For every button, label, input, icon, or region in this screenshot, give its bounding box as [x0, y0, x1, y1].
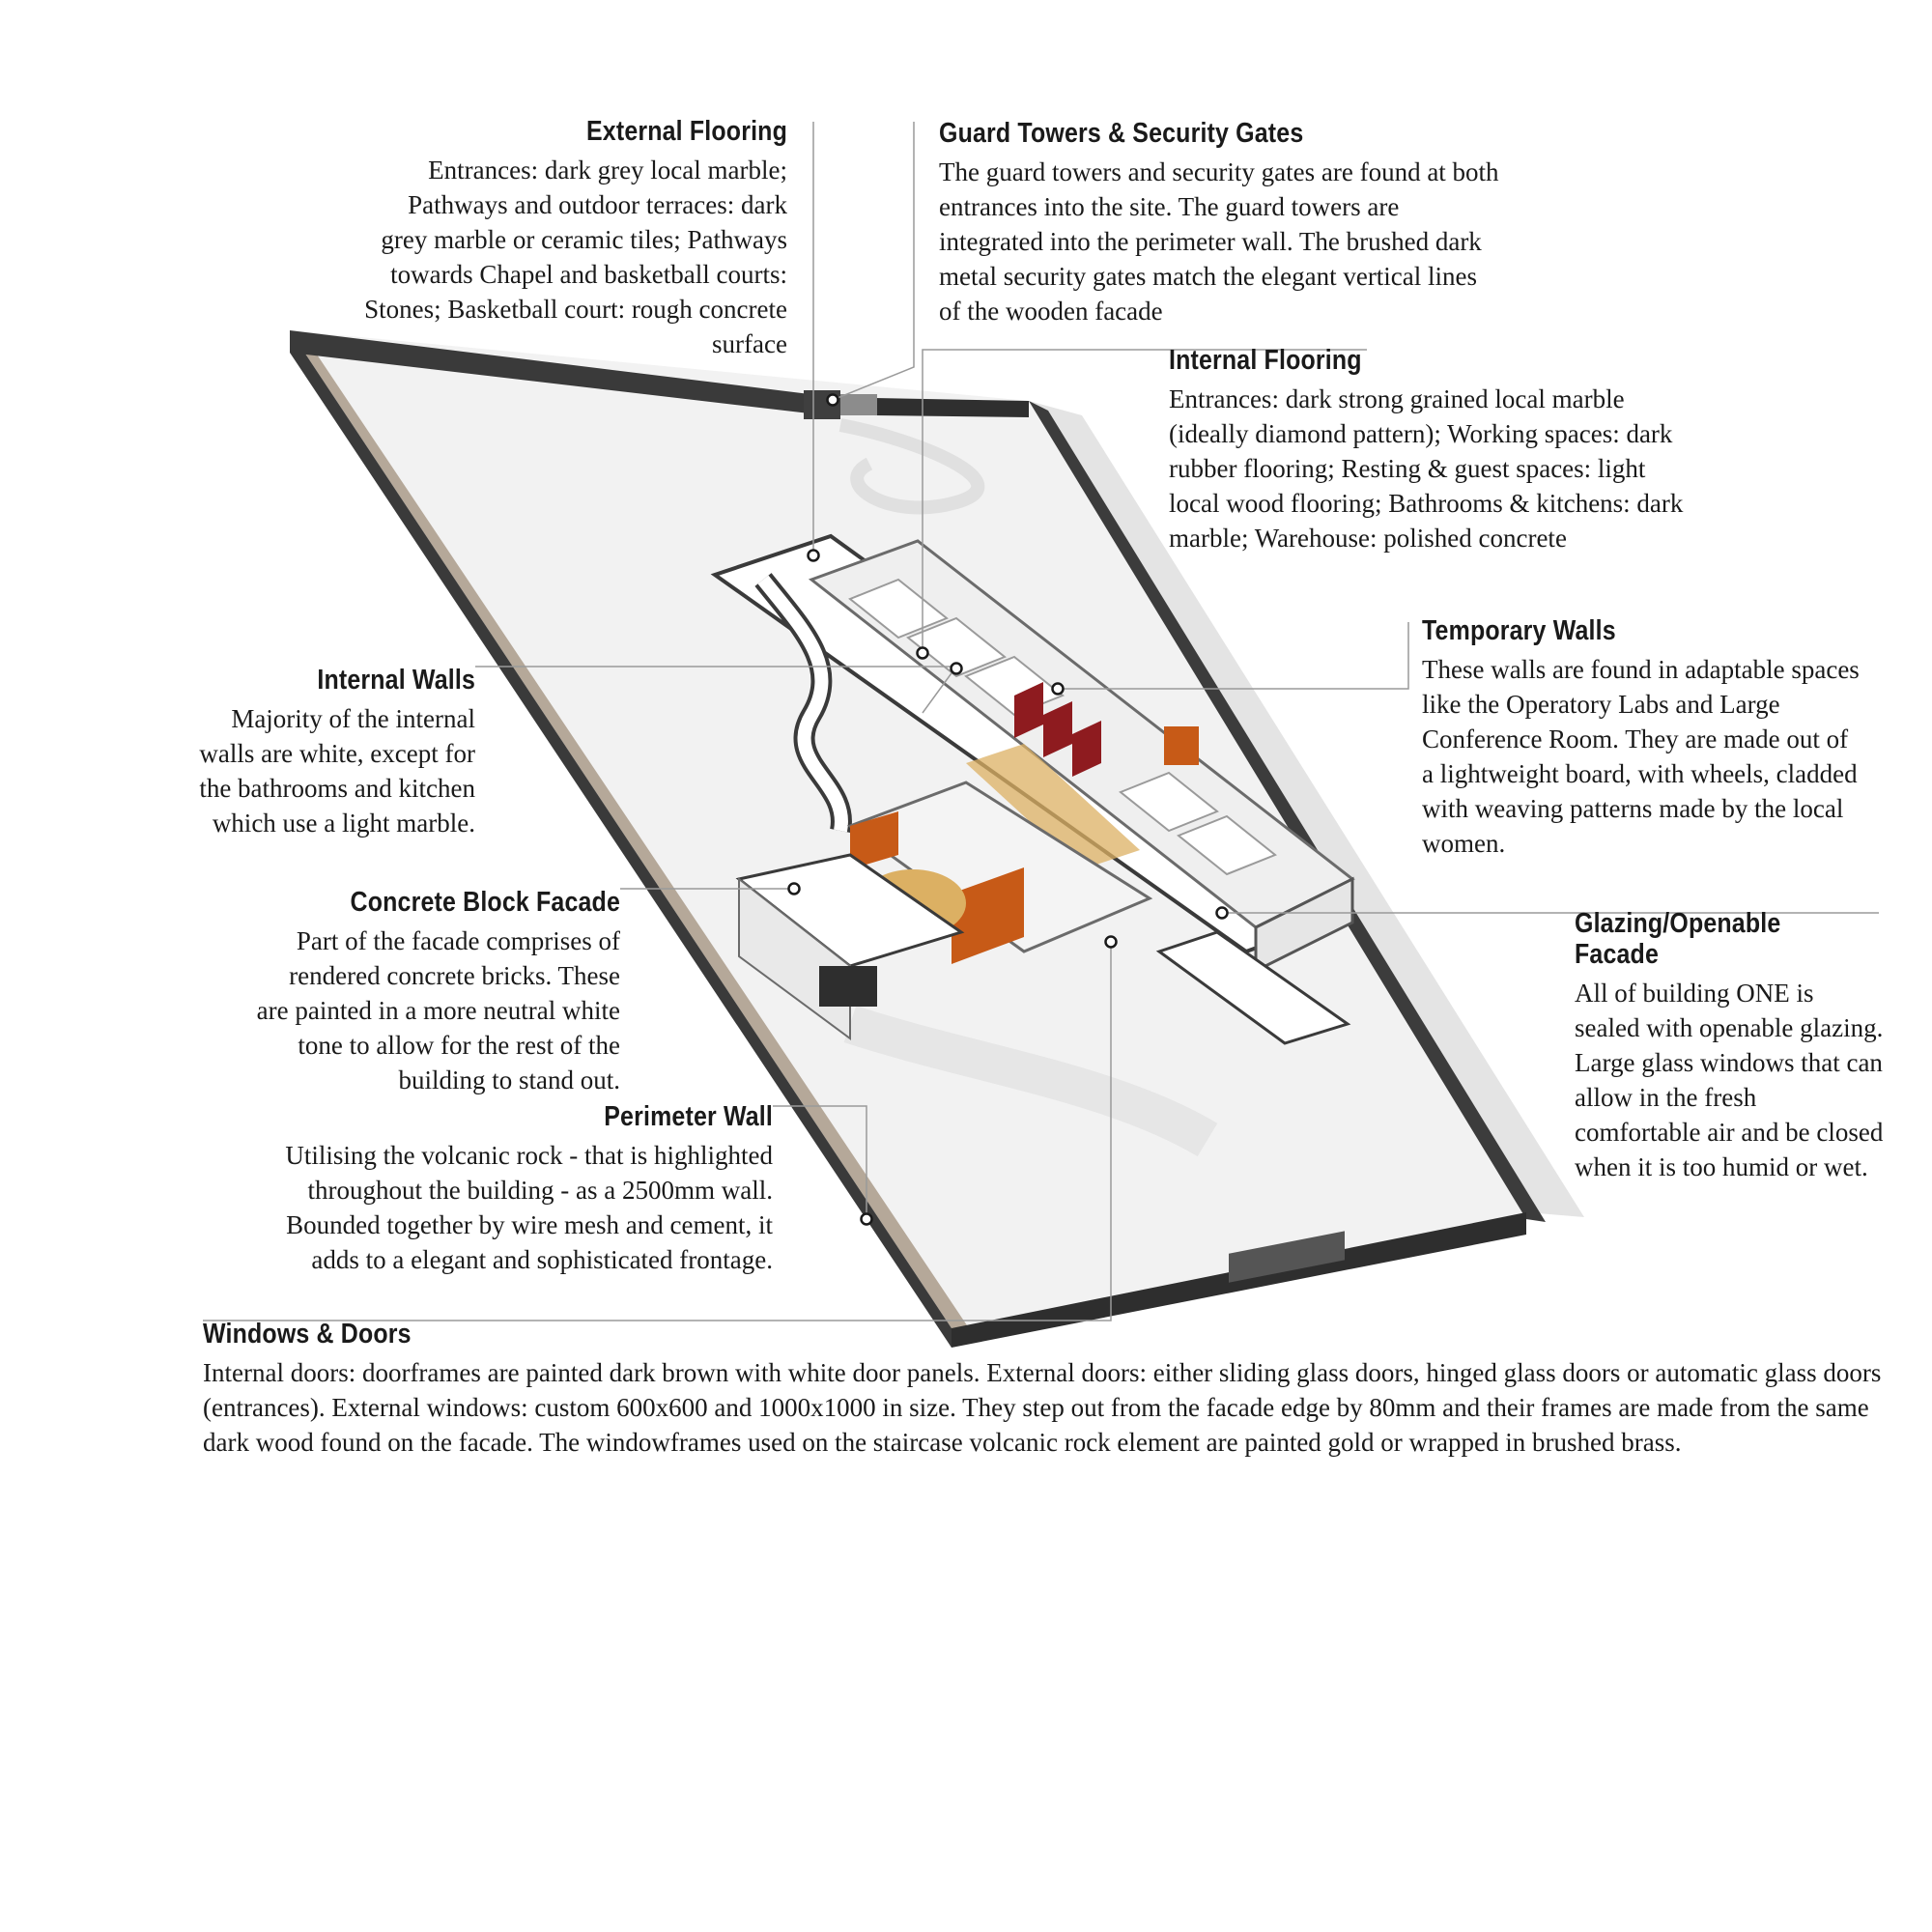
annotation-internal-walls: Internal Walls Majority of the internal …	[198, 665, 475, 840]
annotation-body: Entrances: dark strong grained local mar…	[1169, 384, 1684, 553]
annotation-glazing-facade: Glazing/Openable Facade All of building …	[1575, 908, 1884, 1184]
orange-facade-wing	[952, 867, 1024, 964]
annotation-guard-towers: Guard Towers & Security Gates The guard …	[939, 118, 1499, 328]
ground-shadow	[1029, 401, 1584, 1217]
leader-dots	[787, 393, 1229, 1226]
perimeter-wall-left	[290, 330, 969, 1328]
glazing-end-block	[1254, 876, 1354, 974]
path-ribbon-top	[838, 418, 985, 515]
annotation-title: Concrete Block Facade	[350, 887, 620, 918]
wood-floor-spine	[966, 744, 1140, 869]
annotation-internal-flooring: Internal Flooring Entrances: dark strong…	[1169, 345, 1695, 555]
path-ribbon-bottom	[843, 1006, 1218, 1157]
winding-walkway-inner	[757, 575, 848, 833]
perimeter-wall-top	[290, 330, 810, 413]
entrance-ramp	[1155, 930, 1351, 1045]
annotation-body: Part of the facade comprises of rendered…	[256, 926, 620, 1094]
dark-garage-door	[819, 966, 877, 1007]
annotation-body: These walls are found in adaptable space…	[1422, 655, 1860, 858]
annotation-body: The guard towers and security gates are …	[939, 157, 1499, 326]
orange-facade-left	[850, 811, 898, 869]
annotation-body: Entrances: dark grey local marble; Pathw…	[364, 156, 787, 358]
annotation-title: Internal Walls	[317, 665, 475, 696]
annotation-temporary-walls: Temporary Walls These walls are found in…	[1422, 615, 1861, 861]
annotation-title: Glazing/Openable Facade	[1575, 908, 1781, 970]
annotation-concrete-block-facade: Concrete Block Facade Part of the facade…	[251, 887, 620, 1097]
annotation-title: Internal Flooring	[1169, 345, 1362, 376]
leader-lines	[203, 122, 1879, 1321]
annotation-body: All of building ONE is sealed with opena…	[1575, 979, 1884, 1181]
orange-stair-core	[1164, 726, 1199, 765]
top-security-gate	[840, 394, 877, 415]
perimeter-wall-right	[1029, 401, 1546, 1222]
annotation-title: Perimeter Wall	[604, 1101, 773, 1132]
bottom-gate	[1229, 1231, 1345, 1283]
annotation-body: Utilising the volcanic rock - that is hi…	[285, 1141, 773, 1274]
annotation-perimeter-wall: Perimeter Wall Utilising the volcanic ro…	[251, 1101, 773, 1277]
annotation-body: Internal doors: doorframes are painted d…	[203, 1358, 1882, 1457]
annotation-title: Guard Towers & Security Gates	[939, 118, 1304, 149]
perimeter-wall-left-face	[290, 330, 952, 1348]
temporary-walls-red	[1014, 682, 1101, 777]
annotation-title: External Flooring	[585, 116, 787, 147]
perimeter-wall-top-b	[874, 398, 1029, 417]
annotation-title: Temporary Walls	[1422, 615, 1616, 646]
annotation-title: Windows & Doors	[203, 1319, 412, 1350]
annotation-external-flooring: External Flooring Entrances: dark grey l…	[362, 116, 787, 361]
annotation-body: Majority of the internal walls are white…	[199, 704, 475, 838]
annotation-windows-doors: Windows & Doors Internal doors: doorfram…	[203, 1319, 1893, 1460]
